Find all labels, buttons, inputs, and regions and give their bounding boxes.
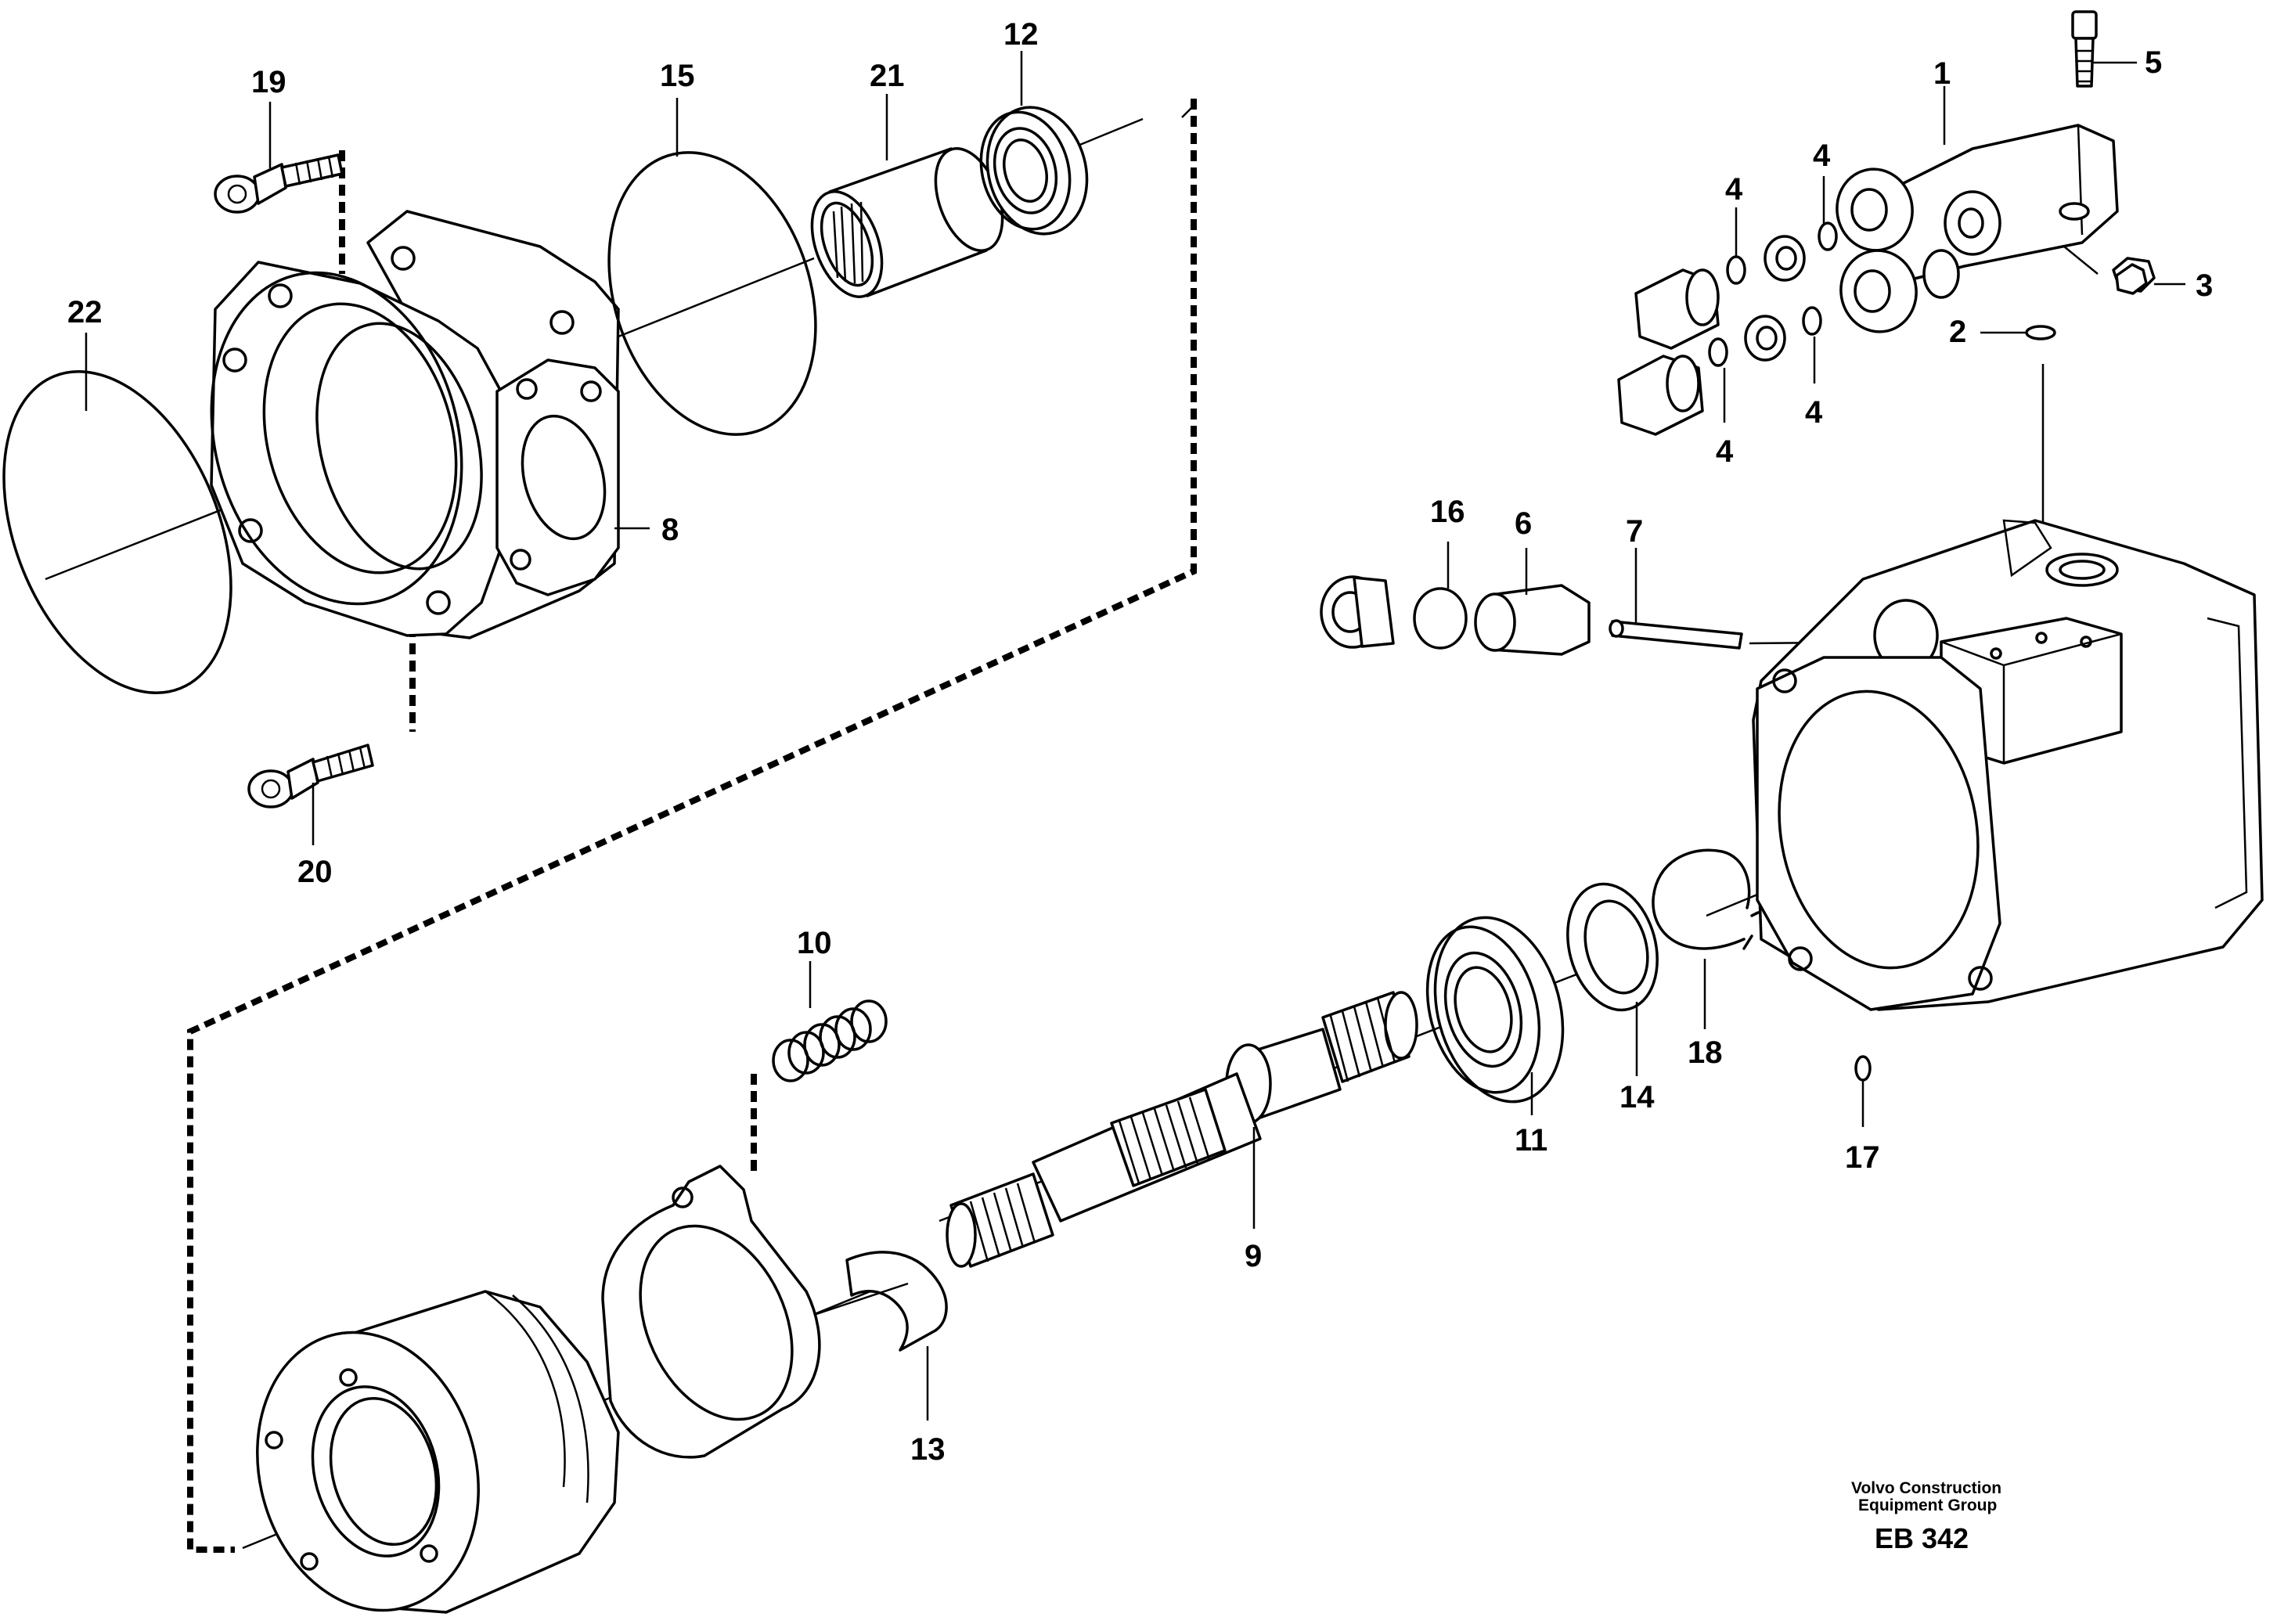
label-part-22: 22 [67,295,103,329]
label-part-14: 14 [1619,1080,1655,1114]
cap-screw-upper [214,153,344,214]
label-part-1: 1 [1933,56,1951,91]
label-part-21: 21 [870,59,905,93]
label-part-4d: 4 [1805,395,1823,430]
circlip [1652,848,1760,950]
label-part-19: 19 [251,65,286,99]
spring [772,999,888,1082]
ball-bearing-main [1425,916,1565,1104]
label-part-20: 20 [297,855,333,889]
part-number-labels: 1 2 3 4 4 4 4 5 6 7 8 9 10 11 12 13 14 1… [67,17,2213,1467]
hex-plug [2112,257,2156,295]
credit-line-1: Volvo Construction [1851,1479,2001,1497]
o-ring-medium [607,151,817,436]
credit-line-2: Equipment Group [1858,1496,1997,1514]
label-part-11: 11 [1515,1123,1547,1158]
needle-bearing [810,147,1004,298]
piston-rod [1609,619,1743,650]
shaft-seal [1566,882,1659,1012]
cap-screw-lower [247,744,374,808]
label-part-4c: 4 [1716,434,1734,469]
cylinder-block [256,1290,620,1614]
label-part-8: 8 [661,513,679,547]
pump-housing [1752,519,2264,1011]
end-cover-housing [210,210,620,639]
o-ring-large [2,370,232,694]
drive-shaft [946,991,1418,1268]
label-part-9: 9 [1245,1239,1262,1273]
label-part-13: 13 [910,1432,946,1467]
label-part-6: 6 [1515,506,1532,541]
fittings-lower [1617,306,1822,436]
bearing-shell [845,1251,948,1352]
fittings-upper [1634,221,1838,350]
label-part-15: 15 [660,59,695,93]
valve-block [1836,124,2119,333]
label-part-5: 5 [2145,45,2162,80]
label-part-4b: 4 [1813,139,1831,173]
control-piston [1474,584,1591,656]
o-ring-small [2025,325,2056,340]
swashplate [601,1165,909,1459]
valve-screw [2071,10,2098,88]
credit-block: Volvo Construction Equipment Group EB 34… [1851,1479,2001,1554]
label-part-2: 2 [1949,315,1966,349]
o-ring-tiny [1854,1055,1872,1082]
label-part-17: 17 [1845,1140,1880,1175]
label-part-4a: 4 [1725,172,1743,207]
label-part-10: 10 [797,926,832,960]
label-part-16: 16 [1430,495,1465,529]
label-part-12: 12 [1003,17,1039,52]
drawing-code: EB 342 [1875,1522,1969,1554]
leader-lines [85,51,2185,1421]
label-part-7: 7 [1626,514,1643,549]
label-part-18: 18 [1688,1035,1723,1070]
seal-ring [1413,587,1468,650]
ball-bearing-small [979,106,1089,236]
label-part-3: 3 [2196,268,2213,303]
piston-plug [1320,575,1395,649]
